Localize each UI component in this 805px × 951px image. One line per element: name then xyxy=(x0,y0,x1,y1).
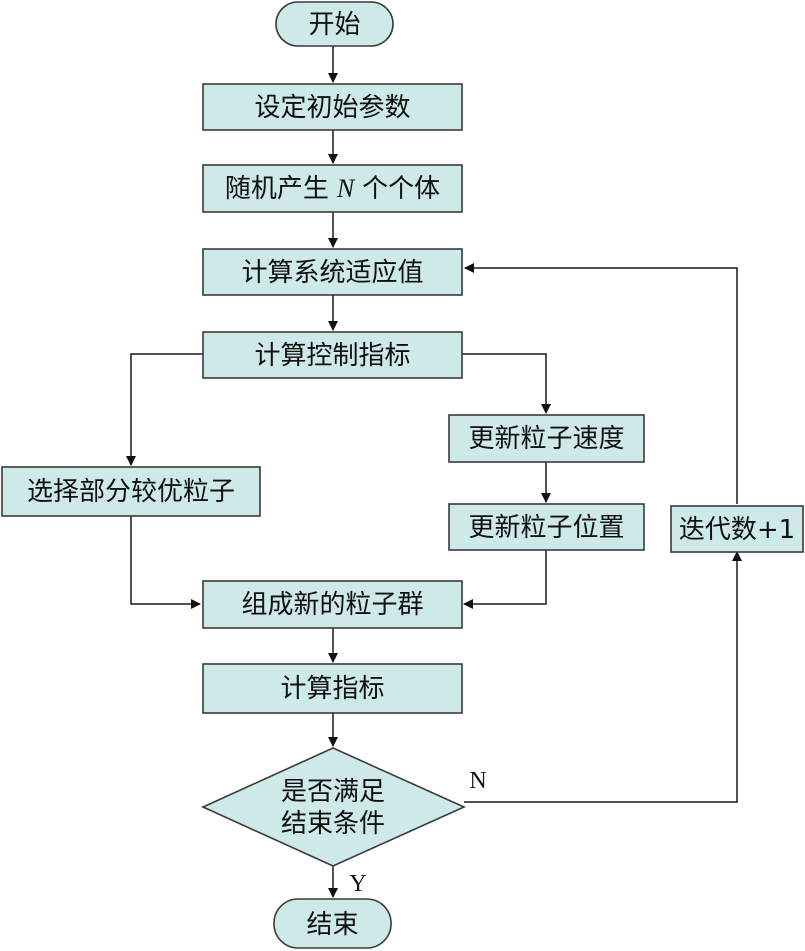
select-particles-box: 选择部分较优粒子 xyxy=(1,466,261,517)
update-velocity-box: 更新粒子速度 xyxy=(448,414,645,463)
set-params-label: 设定初始参数 xyxy=(254,93,410,123)
calc-index-label: 计算指标 xyxy=(280,674,384,704)
calc-control-label: 计算控制指标 xyxy=(254,341,410,371)
start-node: 开始 xyxy=(275,1,394,47)
end-label: 结束 xyxy=(306,910,358,940)
arrow-select-to-swarm xyxy=(130,516,201,609)
calc-fitness-label: 计算系统适应值 xyxy=(241,258,423,288)
arrow-decision-to-iterate xyxy=(464,551,742,803)
start-label: 开始 xyxy=(308,10,360,40)
calc-fitness-box: 计算系统适应值 xyxy=(202,248,463,296)
generate-prefix: 随机产生 xyxy=(225,174,329,204)
update-position-box: 更新粒子位置 xyxy=(448,503,645,551)
form-swarm-box: 组成新的粒子群 xyxy=(202,580,463,629)
set-params-box: 设定初始参数 xyxy=(202,83,463,131)
decision-label-line2: 结束条件 xyxy=(281,809,385,839)
generate-variable: N xyxy=(336,174,356,203)
select-particles-label: 选择部分较优粒子 xyxy=(27,477,235,507)
arrow-control-to-select xyxy=(126,353,203,466)
iterate-box: 迭代数+1 xyxy=(670,505,804,553)
decision-node: 是否满足 结束条件 xyxy=(201,747,466,867)
end-node: 结束 xyxy=(273,898,392,949)
decision-label-line1: 是否满足 xyxy=(281,777,385,807)
form-swarm-label: 组成新的粒子群 xyxy=(241,590,423,620)
calc-control-box: 计算控制指标 xyxy=(202,331,463,379)
edge-label-yes: Y xyxy=(349,871,366,897)
edge-label-no: N xyxy=(469,768,486,794)
update-position-label: 更新粒子位置 xyxy=(468,513,624,543)
arrow-iterate-to-fitness xyxy=(464,263,738,504)
arrow-position-to-swarm xyxy=(463,550,547,609)
arrow-control-to-velocity xyxy=(462,353,551,414)
generate-suffix: 个个体 xyxy=(362,174,440,204)
iterate-label: 迭代数+1 xyxy=(679,515,795,545)
update-velocity-label: 更新粒子速度 xyxy=(468,424,624,454)
connectors xyxy=(126,46,742,898)
calc-index-box: 计算指标 xyxy=(202,663,463,714)
